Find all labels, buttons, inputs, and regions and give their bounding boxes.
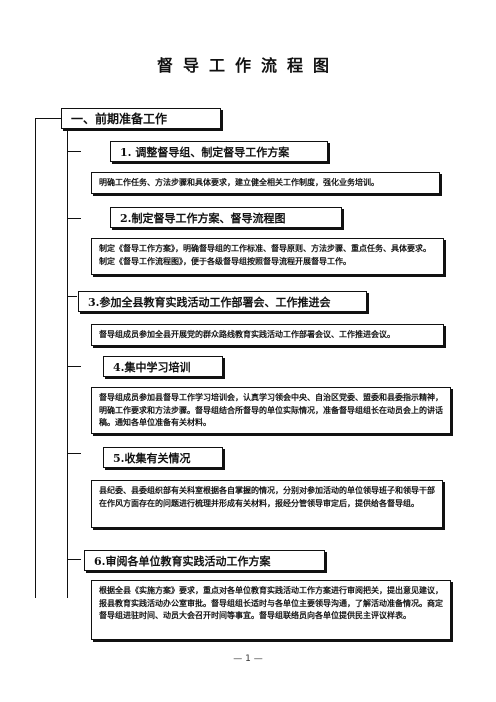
step-1-detail: 明确工作任务、方法步骤和具体要求，建立健全相关工作制度，强化业务培训。	[91, 172, 440, 194]
step-5-detail: 县纪委、县委组织部有关科室根据各自掌握的情况，分别对参加活动的单位领导班子和领导…	[91, 480, 443, 528]
step-4-heading: 4.集中学习培训	[103, 356, 223, 377]
step-2-detail: 制定《督导工作方案》，明确督导组的工作标准、督导原则、方法步骤、重点任务、具体要…	[91, 238, 444, 275]
step-6-detail: 根据全县《实施方案》要求，重点对各单位教育实践活动工作方案进行审阅把关，提出意见…	[91, 580, 451, 640]
step-3-detail: 督导组成员参加全县开展党的群众路线教育实践活动工作部署会议、工作推进会议。	[91, 324, 444, 346]
trunk-to-phase-line	[35, 118, 62, 119]
branch-line	[67, 296, 77, 297]
branch-line	[67, 151, 81, 152]
branch-line	[67, 218, 81, 219]
step-1-heading: 1. 调整督导组、制定督导工作方案	[110, 141, 328, 162]
step-5-heading: 5.收集有关情况	[103, 447, 223, 468]
phase-box: 一、前期准备工作	[61, 108, 221, 129]
page-title: 督导工作流程图	[156, 56, 339, 75]
main-trunk-line	[35, 118, 36, 598]
branch-line	[67, 366, 81, 367]
branch-line	[67, 559, 81, 560]
inner-trunk-line	[67, 128, 68, 598]
step-4-detail: 督导组成员参加县督导工作学习培训会，认真学习领会中央、自治区党委、盟委和县委指示…	[91, 387, 451, 434]
page-number: — 1 —	[233, 654, 263, 664]
step-3-heading: 3.参加全县教育实践活动工作部署会、工作推进会	[78, 291, 367, 312]
step-2-heading: 2.制定督导工作方案、督导流程图	[110, 207, 342, 228]
step-6-heading: 6.审阅各单位教育实践活动工作方案	[84, 550, 325, 571]
branch-line	[67, 453, 81, 454]
